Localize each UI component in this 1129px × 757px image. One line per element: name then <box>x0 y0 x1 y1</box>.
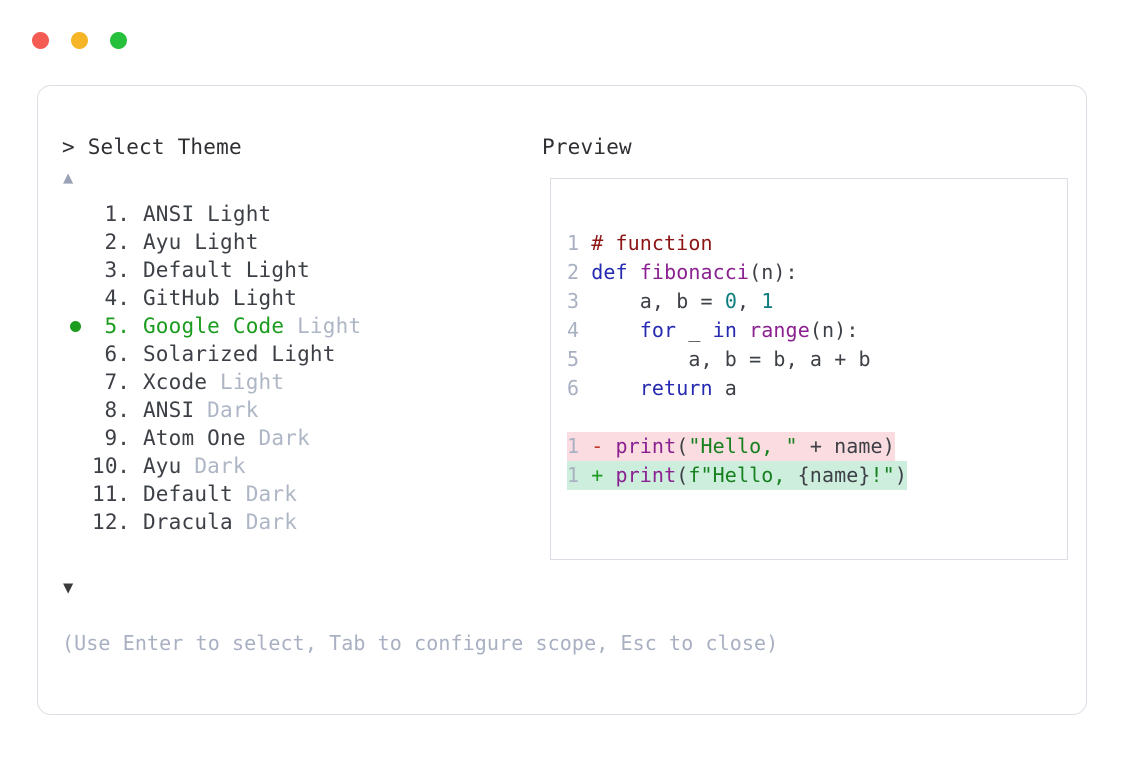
theme-item-separator: . <box>117 342 143 366</box>
theme-item-index: 5 <box>104 314 118 338</box>
theme-list-item[interactable]: 11. Default Dark <box>62 480 532 508</box>
keyboard-hint: (Use Enter to select, Tab to configure s… <box>62 631 779 655</box>
theme-item-index: 1 <box>104 202 118 226</box>
line-number: 4 <box>567 318 580 342</box>
line-number: 1 <box>567 231 580 255</box>
prompt-symbol: > <box>62 135 88 159</box>
theme-item-name: Ayu <box>142 230 182 254</box>
theme-list-item[interactable]: 1. ANSI Light <box>62 200 532 228</box>
code-line: 3 a, b = 0, 1 <box>567 287 907 316</box>
theme-item-variant: Light <box>181 230 259 254</box>
theme-item-variant: Light <box>207 370 285 394</box>
theme-item-variant: Light <box>258 342 336 366</box>
theme-item-separator: . <box>117 454 143 478</box>
theme-item-separator: . <box>117 202 143 226</box>
window-titlebar <box>0 0 1129 72</box>
theme-item-separator: . <box>117 230 143 254</box>
page-title: Select Theme <box>87 135 242 159</box>
theme-item-name: GitHub <box>142 286 221 310</box>
theme-item-variant: Dark <box>245 426 310 450</box>
theme-item-separator: . <box>117 258 143 282</box>
line-number: 1 <box>567 434 580 458</box>
diff-sign: + <box>591 463 604 487</box>
theme-item-separator: . <box>117 426 143 450</box>
theme-list-item[interactable]: 6. Solarized Light <box>62 340 532 368</box>
theme-list-item[interactable]: 12. Dracula Dark <box>62 508 532 536</box>
scroll-down-icon[interactable]: ▼ <box>63 578 74 598</box>
theme-item-index: 11 <box>92 482 118 506</box>
theme-item-name: Google Code <box>142 314 285 338</box>
diff-sign: - <box>591 434 604 458</box>
code-line: 1 # function <box>567 229 907 258</box>
theme-list-item[interactable]: 5. Google Code Light <box>62 312 532 340</box>
theme-item-variant: Light <box>194 202 272 226</box>
theme-list-item[interactable]: 3. Default Light <box>62 256 532 284</box>
theme-list-item[interactable]: 4. GitHub Light <box>62 284 532 312</box>
theme-list-item[interactable]: 8. ANSI Dark <box>62 396 532 424</box>
selected-bullet-icon <box>70 321 81 332</box>
theme-item-name: Atom One <box>142 426 246 450</box>
theme-item-separator: . <box>117 286 143 310</box>
theme-item-variant: Dark <box>232 482 298 506</box>
code-line: 4 for _ in range(n): <box>567 316 907 345</box>
theme-item-separator: . <box>117 482 143 506</box>
line-number: 1 <box>567 463 580 487</box>
theme-list-item[interactable]: 7. Xcode Light <box>62 368 532 396</box>
minimize-window-button[interactable] <box>71 32 88 49</box>
theme-item-name: Dracula <box>142 510 233 534</box>
line-number: 5 <box>567 347 580 371</box>
theme-item-separator: . <box>117 314 143 338</box>
theme-item-name: Default <box>142 482 233 506</box>
code-line: 6 return a <box>567 374 907 403</box>
theme-item-index: 6 <box>104 342 118 366</box>
theme-item-index: 4 <box>104 286 118 310</box>
maximize-window-button[interactable] <box>110 32 127 49</box>
theme-item-name: ANSI <box>142 202 195 226</box>
theme-item-index: 12 <box>92 510 118 534</box>
diff-line-content: 1 + print(f"Hello, {name}!") <box>567 461 907 490</box>
diff-line-delete: 1 - print("Hello, " + name) <box>567 432 907 461</box>
theme-item-variant: Light <box>220 286 298 310</box>
theme-item-variant: Light <box>232 258 310 282</box>
theme-item-name: Ayu <box>142 454 182 478</box>
theme-item-index: 9 <box>104 426 118 450</box>
theme-item-name: ANSI <box>142 398 195 422</box>
theme-item-index: 2 <box>104 230 118 254</box>
theme-item-index: 7 <box>104 370 118 394</box>
theme-list-item[interactable]: 9. Atom One Dark <box>62 424 532 452</box>
theme-item-variant: Dark <box>194 398 259 422</box>
line-number: 2 <box>567 260 580 284</box>
code-blank-line <box>567 403 907 432</box>
theme-item-variant: Dark <box>232 510 298 534</box>
theme-item-variant: Light <box>284 314 362 338</box>
theme-item-index: 8 <box>104 398 118 422</box>
theme-item-separator: . <box>117 398 143 422</box>
theme-item-separator: . <box>117 370 143 394</box>
scroll-up-icon[interactable]: ▲ <box>63 168 74 188</box>
theme-item-separator: . <box>117 510 143 534</box>
diff-line-content: 1 - print("Hello, " + name) <box>567 432 895 461</box>
prompt-row: > Select Theme <box>62 134 242 160</box>
theme-item-index: 10 <box>92 454 118 478</box>
theme-list-item[interactable]: 2. Ayu Light <box>62 228 532 256</box>
line-number: 3 <box>567 289 580 313</box>
theme-item-variant: Dark <box>181 454 246 478</box>
theme-list-item[interactable]: 10. Ayu Dark <box>62 452 532 480</box>
line-number: 6 <box>567 376 580 400</box>
diff-line-add: 1 + print(f"Hello, {name}!") <box>567 461 907 490</box>
preview-label: Preview <box>542 135 632 159</box>
theme-item-name: Default <box>142 258 233 282</box>
theme-item-name: Solarized <box>142 342 259 366</box>
close-window-button[interactable] <box>32 32 49 49</box>
code-line: 5 a, b = b, a + b <box>567 345 907 374</box>
theme-item-name: Xcode <box>142 370 208 394</box>
code-line: 2 def fibonacci(n): <box>567 258 907 287</box>
theme-item-index: 3 <box>104 258 118 282</box>
